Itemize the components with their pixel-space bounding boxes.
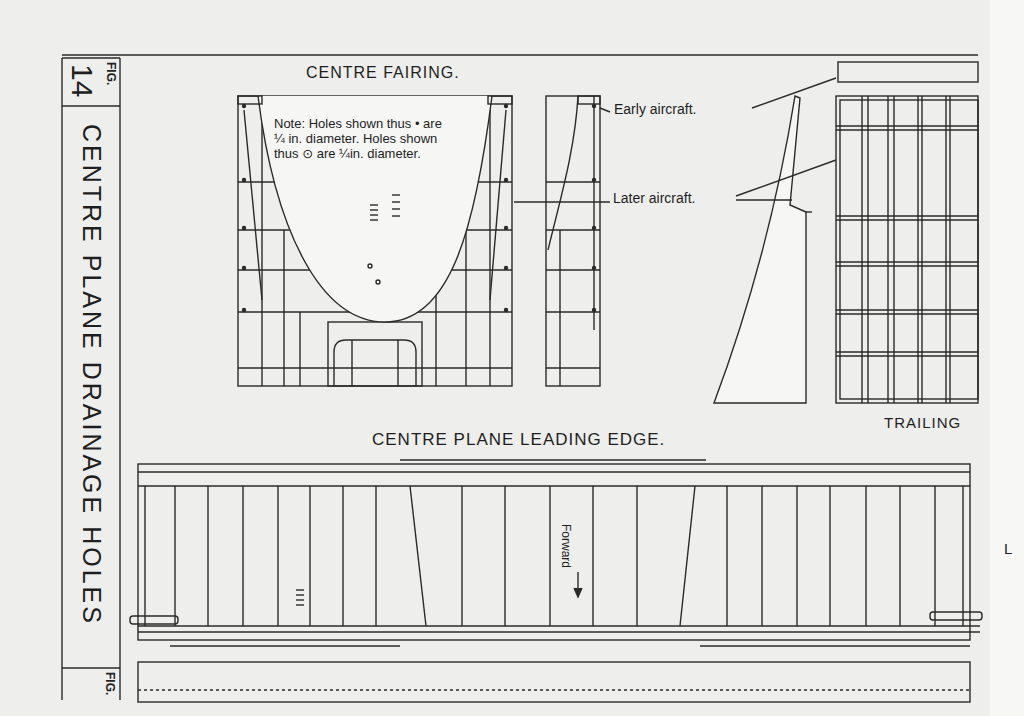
leader-lines	[514, 78, 836, 202]
frame-line	[62, 54, 978, 55]
fairing-profile	[714, 96, 806, 403]
fairing-front	[238, 96, 512, 386]
drawing-label: FIG.	[103, 62, 117, 85]
trailing-edge-panel	[836, 62, 978, 403]
sidebar-line	[61, 58, 62, 700]
drain-holes	[242, 104, 596, 312]
fairing-side	[546, 96, 600, 386]
paper-edge	[990, 0, 1024, 716]
drawing-label: 14	[65, 64, 100, 97]
sidebar-line	[119, 58, 120, 700]
drawing-label: Note: Holes shown thus • are ¼ in. diame…	[272, 116, 458, 163]
drawing-label: CENTRE PLANE LEADING EDGE.	[372, 430, 665, 450]
sidebar-line	[62, 667, 120, 668]
sidebar-line	[62, 105, 120, 106]
drawing-label: Early aircraft.	[614, 101, 696, 117]
drawing-label: TRAILING	[884, 414, 961, 431]
drawing-label: Forward	[558, 524, 572, 568]
leading-edge	[130, 460, 982, 702]
profile-line	[806, 211, 812, 212]
drawing-label: CENTRE FAIRING.	[306, 64, 460, 82]
drawing-label: Later aircraft.	[613, 190, 695, 206]
drawing-label: L	[1004, 540, 1012, 557]
figure-title: CENTRE PLANE DRAINAGE HOLES	[77, 124, 106, 626]
sidebar-line	[62, 57, 120, 58]
drawing-label: FIG.	[102, 672, 116, 695]
